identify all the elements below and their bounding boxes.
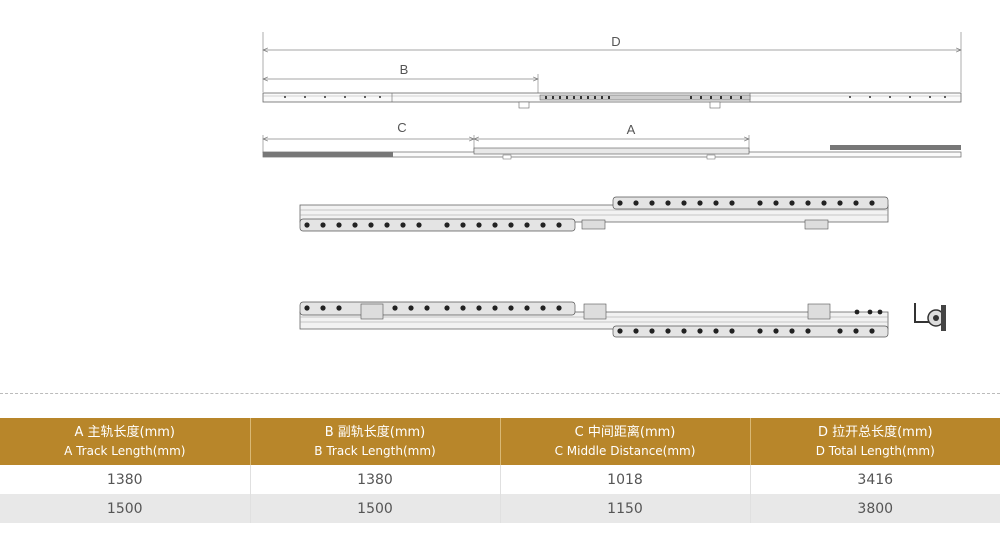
table-cell: 1380 (250, 465, 501, 494)
table-row: 1380 1380 1018 3416 (0, 465, 1000, 494)
spec-table: A 主轨长度(mm) A Track Length(mm) B 副轨长度(mm)… (0, 418, 1000, 523)
rail-extended-second (262, 145, 962, 160)
table-cell: 1018 (500, 465, 751, 494)
table-cell: 1500 (0, 494, 251, 523)
header-label-en: D Total Length(mm) (815, 443, 935, 458)
section-divider (0, 393, 1000, 394)
table-cell: 1500 (250, 494, 501, 523)
slide-rail-technical-drawing: D B C (0, 32, 1000, 338)
dimension-d-label: D (611, 34, 620, 49)
table-cell: 1380 (0, 465, 251, 494)
dimension-d: D (263, 32, 961, 92)
header-label-zh: C 中间距离(mm) (574, 424, 676, 440)
header-label-zh: A 主轨长度(mm) (74, 424, 176, 440)
rail-extended-top (262, 92, 962, 109)
header-c-middle-distance: C 中间距离(mm) C Middle Distance(mm) (500, 418, 751, 465)
dimension-c: C (263, 120, 474, 153)
spec-table-header-row: A 主轨长度(mm) A Track Length(mm) B 副轨长度(mm)… (0, 418, 1000, 465)
header-label-zh: D 拉开总长度(mm) (817, 424, 933, 440)
header-label-zh: B 副轨长度(mm) (324, 424, 426, 440)
header-d-total-length: D 拉开总长度(mm) D Total Length(mm) (750, 418, 1000, 465)
dimension-c-label: C (397, 120, 406, 135)
table-cell: 1150 (500, 494, 751, 523)
table-cell: 3800 (750, 494, 1000, 523)
table-row: 1500 1500 1150 3800 (0, 494, 1000, 523)
rail-detail-fourth (299, 301, 889, 338)
header-label-en: A Track Length(mm) (64, 443, 186, 458)
header-label-en: C Middle Distance(mm) (554, 443, 696, 458)
dimension-a-label: A (627, 122, 636, 137)
dimension-b-label: B (400, 62, 409, 77)
table-cell: 3416 (750, 465, 1000, 494)
header-label-en: B Track Length(mm) (314, 443, 436, 458)
header-a-track-length: A 主轨长度(mm) A Track Length(mm) (0, 418, 251, 465)
header-b-track-length: B 副轨长度(mm) B Track Length(mm) (250, 418, 501, 465)
dimension-b: B (263, 62, 538, 94)
rail-detail-third (299, 196, 889, 232)
rail-end-profile (914, 303, 946, 331)
